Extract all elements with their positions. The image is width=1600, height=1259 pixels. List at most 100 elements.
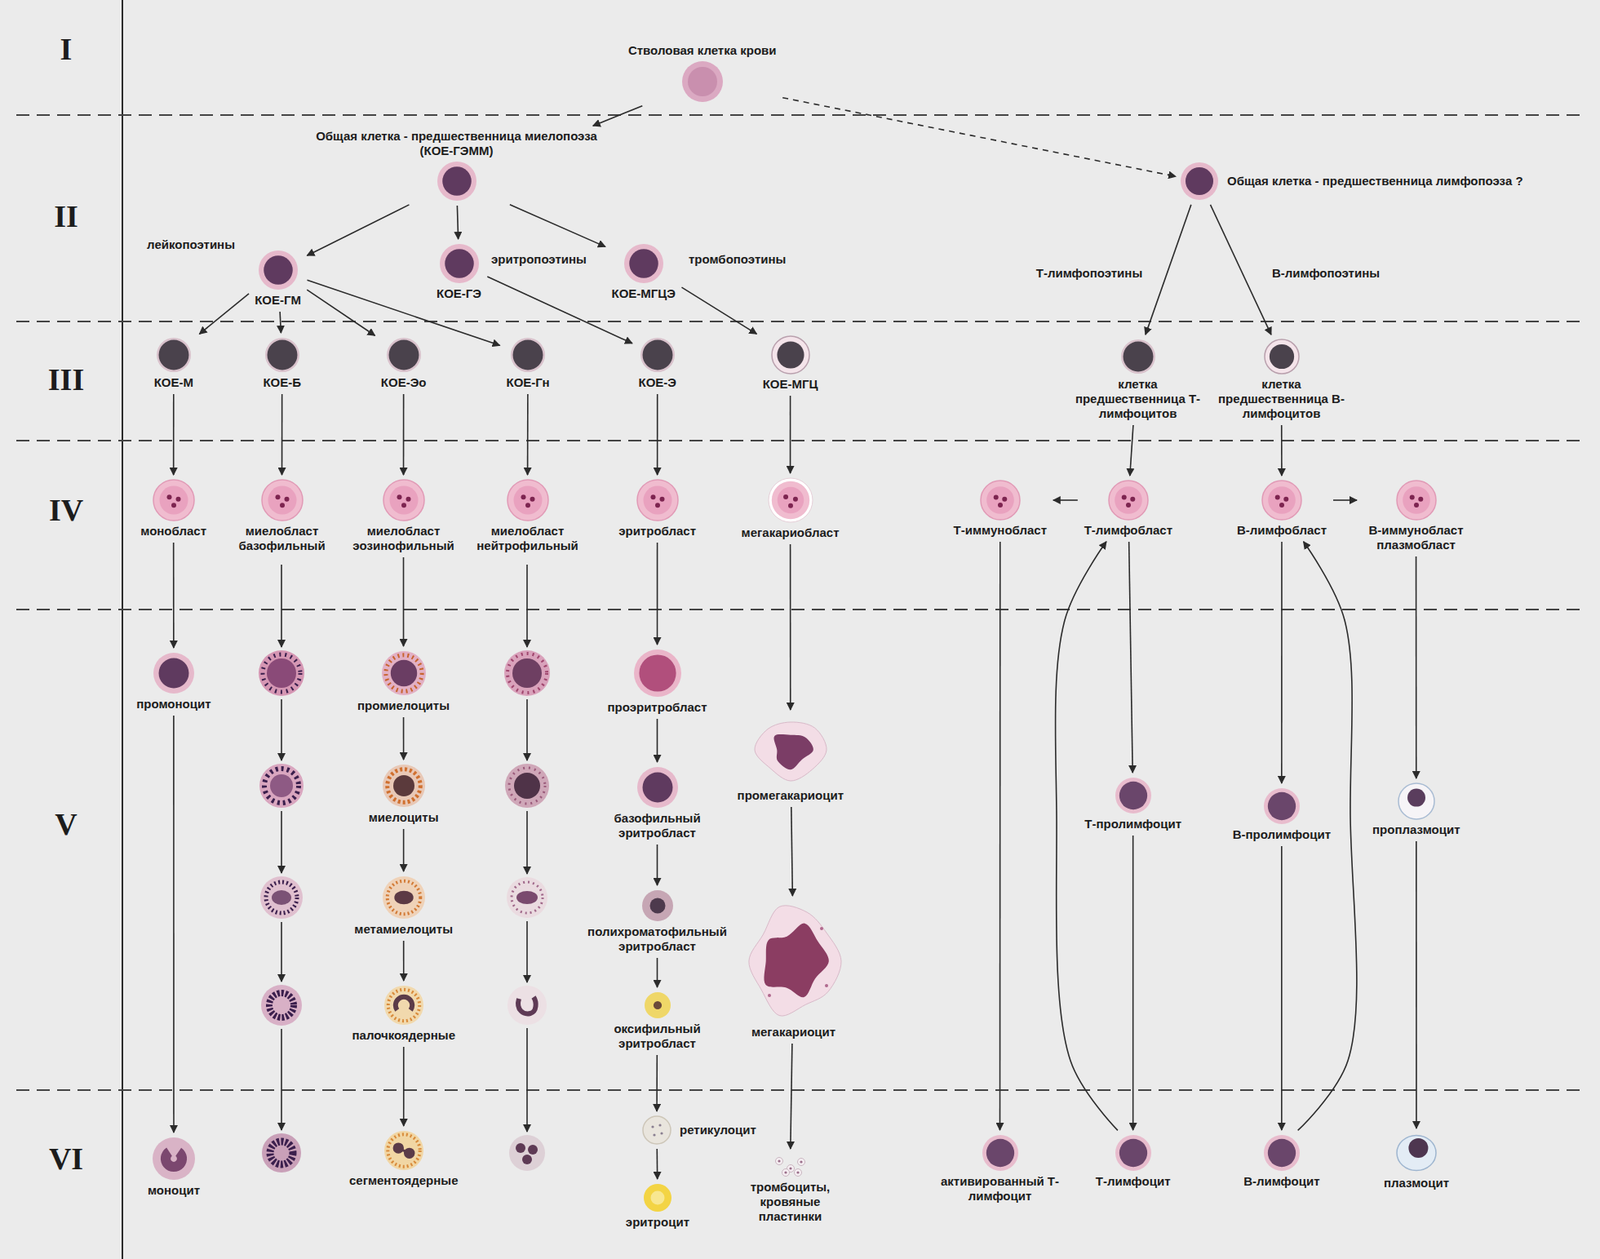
granules	[270, 1141, 293, 1165]
cell-part	[507, 985, 547, 1025]
arrow-connector	[782, 97, 1176, 177]
cell-part	[754, 722, 827, 781]
cell-part	[1262, 480, 1302, 520]
cell-part	[1125, 502, 1131, 508]
arrow-connector	[1053, 499, 1078, 501]
cell-shape	[436, 160, 478, 202]
cell-label: Т-иммунобласт	[952, 522, 1049, 538]
cell-shape	[1108, 479, 1149, 521]
cell-part	[767, 993, 772, 998]
cell-part	[1121, 494, 1127, 500]
cell-shape	[264, 336, 301, 373]
cell-shape	[981, 1134, 1020, 1172]
basophil-promyelocyte	[258, 650, 305, 696]
cell-label: Общая клетка - предшественница лимфопоэз…	[1225, 173, 1525, 189]
cell-node: миелоциты	[363, 761, 444, 828]
cell-part	[640, 337, 675, 373]
cell-label: КОЕ-МГЦ	[761, 376, 820, 392]
cell-part	[1122, 341, 1153, 373]
neutrophil-myelocyte	[505, 763, 550, 808]
cell-part	[1407, 788, 1426, 807]
cell-part	[1121, 339, 1156, 374]
regulator-label: Т-лимфопоэтины	[1034, 265, 1144, 281]
cell-shape	[506, 478, 550, 522]
arrow-connector	[790, 1043, 793, 1149]
cell-part	[518, 997, 537, 1014]
cell-part	[516, 890, 538, 905]
cell-part	[381, 651, 426, 696]
cell-part	[624, 243, 664, 284]
cell-part	[763, 923, 829, 998]
cell-label: эритробласт	[616, 523, 698, 539]
cell-part	[1398, 783, 1435, 820]
arrow-connector	[1145, 204, 1192, 335]
axis-line	[121, 0, 124, 1259]
cell-part	[776, 341, 804, 368]
cell-body	[510, 337, 546, 373]
cell-part	[1263, 788, 1300, 825]
cell-body	[153, 479, 195, 521]
cell-label: базофильный эритробласт	[598, 811, 717, 841]
cell-part	[1409, 494, 1414, 500]
cell-body	[637, 766, 679, 808]
cell-node: оксифильный эритробласт	[591, 988, 723, 1054]
cell-part	[153, 479, 195, 521]
cell-part	[529, 496, 535, 502]
cell-part	[1180, 162, 1219, 200]
cell-body	[261, 479, 303, 521]
cell-node: Общая клетка - предшественница миелопоэз…	[296, 126, 617, 204]
cell-label: промегакариоцит	[735, 788, 846, 803]
cell-part	[386, 337, 422, 373]
cell-label: сегментоядерные	[347, 1173, 461, 1188]
cell-part	[527, 1144, 538, 1155]
cell-part	[401, 502, 407, 508]
cell-shape	[1263, 787, 1301, 825]
cell-label: оксифильный эритробласт	[594, 1021, 721, 1051]
cell-part	[776, 487, 803, 514]
class-divider	[16, 608, 1583, 611]
class-divider	[16, 439, 1583, 442]
cell-shape	[633, 648, 683, 698]
maturation-arrow	[526, 564, 528, 648]
basophil-metamyelocyte	[260, 876, 303, 919]
cell-node: КОЕ-Э	[633, 334, 682, 393]
cell-part	[1396, 480, 1437, 520]
cell-node: КОЕ-ГМ	[250, 247, 306, 311]
arrow-connector	[172, 394, 175, 475]
arrow-connector	[1132, 835, 1135, 1131]
cell-label: КОЕ-ГЭ	[434, 286, 484, 302]
cell-shape	[383, 984, 425, 1026]
cell-body	[439, 243, 479, 284]
nucleus	[393, 994, 415, 1012]
cell-part	[793, 496, 798, 502]
cell-node: метамиелоциты	[350, 873, 458, 940]
cell-shape	[381, 875, 426, 920]
maturation-arrow	[526, 699, 528, 761]
cell-label: эритроцит	[624, 1214, 692, 1230]
arrow-connector	[172, 542, 175, 648]
cell-part	[642, 340, 673, 371]
arrow-connector	[527, 394, 529, 475]
cell-part	[439, 243, 479, 284]
cell-node: Стволовая клетка крови	[623, 40, 781, 106]
regulator-label: В-лимфопоэтины	[1270, 265, 1382, 281]
cell-label: Общая клетка - предшественница миелопоэз…	[300, 128, 614, 159]
cell-label: миелоциты	[367, 810, 441, 825]
cell-part	[283, 496, 289, 502]
arrow-connector	[999, 541, 1002, 1131]
cell-body	[384, 985, 424, 1025]
cell-part	[509, 1134, 546, 1171]
granules	[386, 769, 421, 803]
cell-part	[985, 1139, 1014, 1167]
nucleus	[394, 890, 413, 905]
granules	[511, 881, 543, 914]
arrow-connector	[1333, 499, 1357, 501]
granules	[265, 881, 297, 914]
cell-part	[1418, 496, 1423, 502]
arrow-connector	[655, 1148, 658, 1179]
cell-part	[1275, 494, 1281, 500]
cell-part	[644, 992, 671, 1019]
cell-label: В-пролимфоцит	[1231, 827, 1333, 843]
arrow-connector	[1129, 541, 1134, 773]
maturation-arrow	[280, 699, 283, 761]
